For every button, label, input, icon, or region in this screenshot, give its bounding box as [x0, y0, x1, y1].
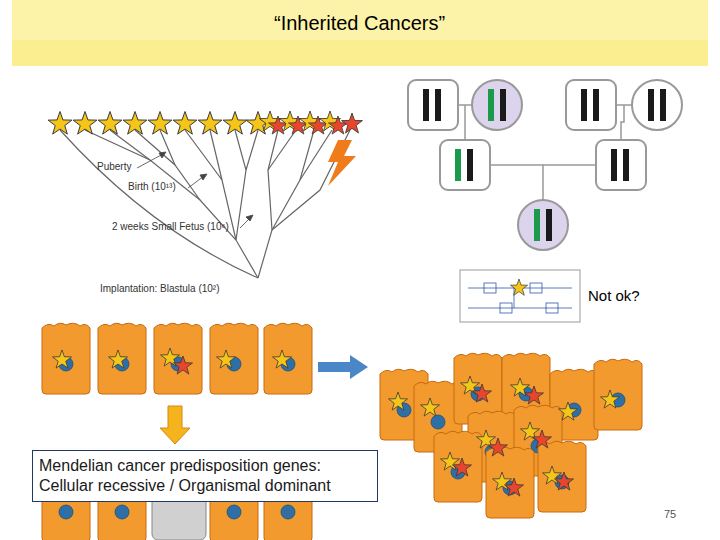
lightning-bolt: [328, 140, 356, 186]
pedigree: [408, 80, 682, 250]
stage-label: Birth (10¹³): [128, 181, 176, 192]
stage-label: 2 weeks Small Fetus (10⁶): [112, 221, 229, 232]
text-box: Mendelian cancer predisposition genes: C…: [32, 450, 378, 502]
title-band-lower: [12, 40, 708, 66]
question-note: Not ok?: [588, 287, 640, 304]
stage-label: Implantation: Blastula (10²): [100, 283, 220, 294]
stage-label: Puberty: [97, 161, 131, 172]
inset-diagram: [460, 270, 580, 322]
cell-stars: [48, 112, 270, 135]
page-number: 75: [664, 508, 676, 520]
cell-row: [42, 323, 312, 394]
cell-cluster: [380, 353, 642, 518]
down-arrow: [160, 406, 190, 444]
title-band: [12, 0, 708, 66]
lineage-tree: [60, 130, 350, 278]
slide-title: “Inherited Cancers”: [274, 12, 445, 35]
mutated-stars: [260, 111, 363, 134]
box-text: Mendelian cancer predisposition genes: C…: [39, 456, 371, 496]
right-arrow: [318, 355, 368, 379]
